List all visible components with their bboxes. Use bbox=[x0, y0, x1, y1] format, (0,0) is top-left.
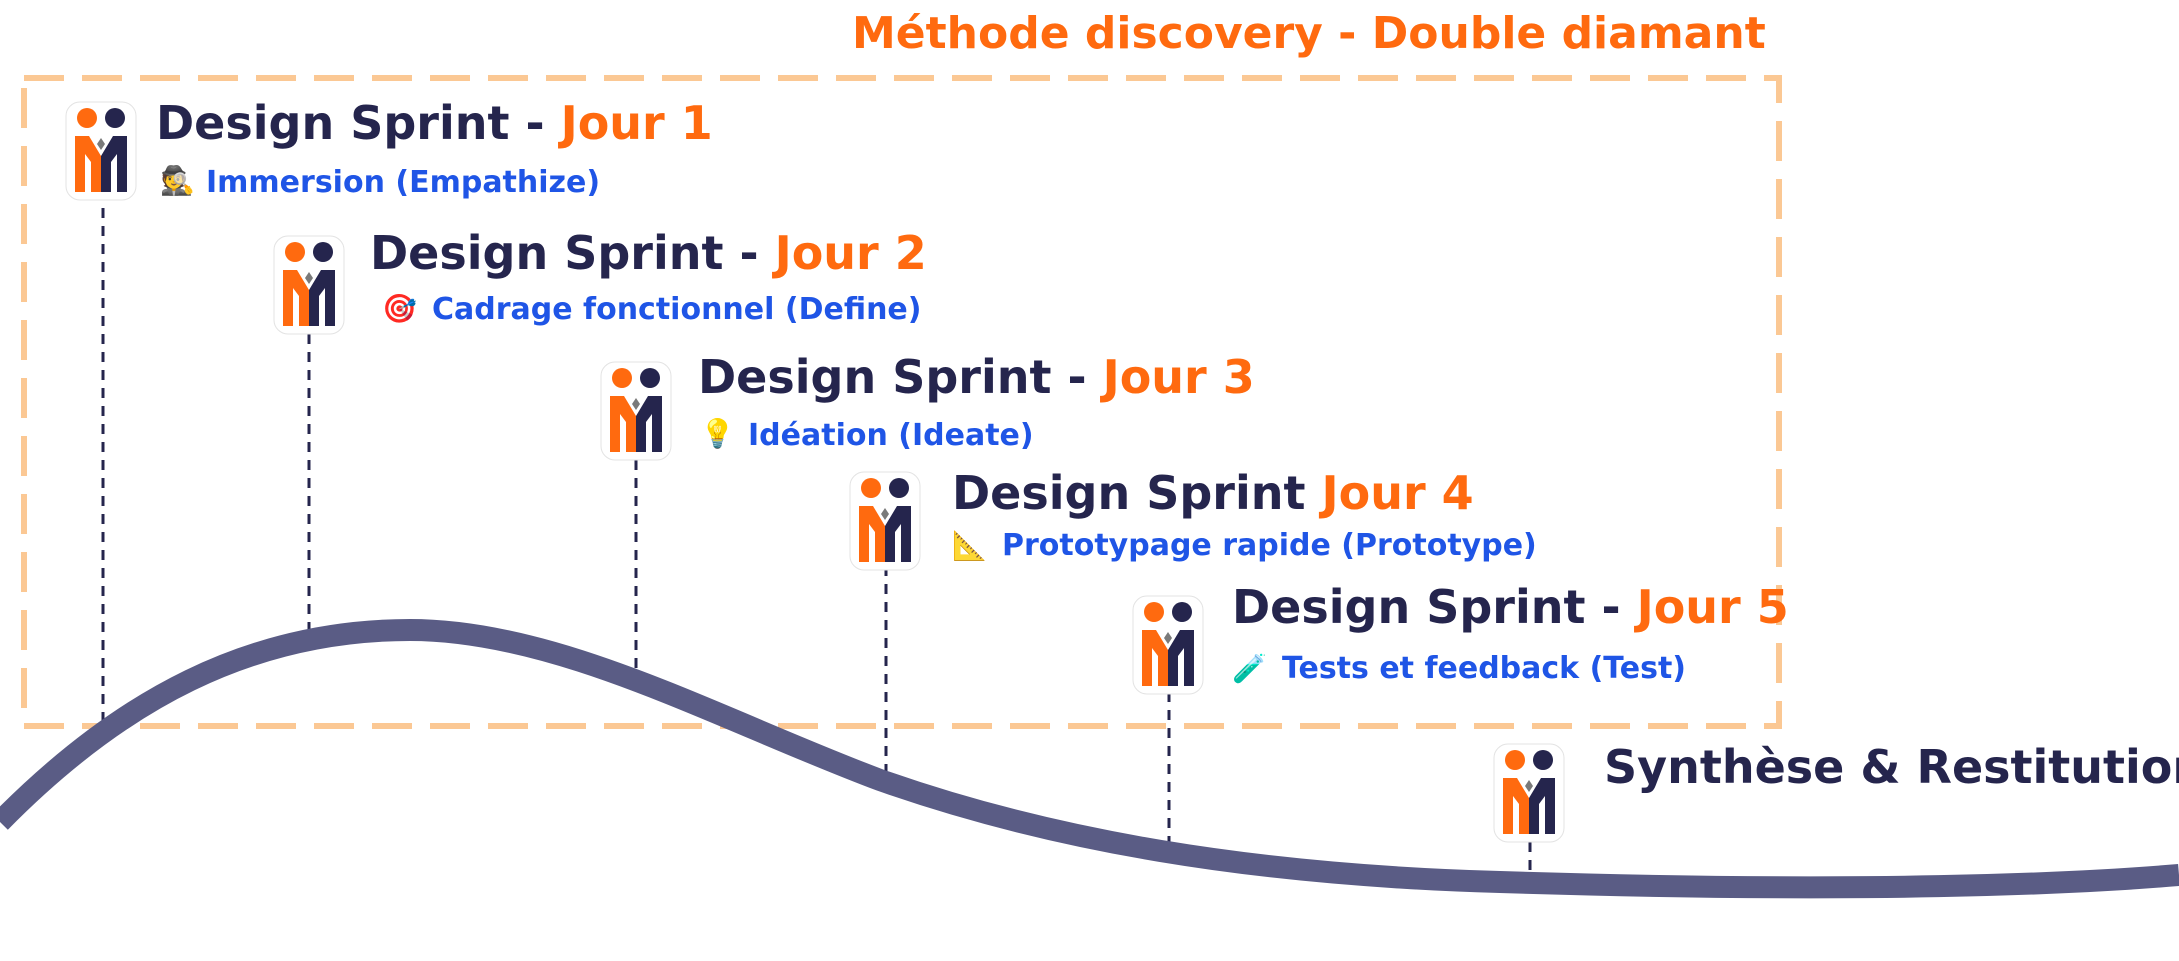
discovery-frame bbox=[21, 75, 1782, 729]
step-title: Synthèse & Restitution bbox=[1604, 740, 2179, 794]
step-day: Jour 4 bbox=[1321, 466, 1474, 520]
triangle-ruler-icon: 📐 bbox=[952, 529, 987, 562]
step-day: Jour 2 bbox=[774, 226, 927, 280]
step-title: Design Sprint - Jour 2 bbox=[370, 226, 927, 280]
step-subtitle: Prototypage rapide (Prototype) bbox=[1002, 528, 1537, 563]
detective-icon: 🕵️ bbox=[160, 164, 195, 197]
step-title: Design Sprint - Jour 3 bbox=[698, 350, 1255, 404]
step-title: Design Sprint - Jour 5 bbox=[1232, 580, 1789, 634]
lightbulb-icon: 💡 bbox=[700, 417, 735, 450]
step-day: Jour 5 bbox=[1636, 580, 1789, 634]
step-subtitle: Tests et feedback (Test) bbox=[1282, 651, 1687, 686]
frame-title: Méthode discovery - Double diamant bbox=[852, 8, 1766, 59]
test-tube-icon: 🧪 bbox=[1232, 652, 1267, 685]
logo-icon-jour-2 bbox=[273, 235, 345, 335]
diamond-curve bbox=[0, 618, 2179, 899]
step-subtitle: Cadrage fonctionnel (Define) bbox=[432, 292, 922, 327]
step-title: Design Sprint - Jour 1 bbox=[156, 96, 713, 150]
step-subtitle: Immersion (Empathize) bbox=[206, 165, 601, 200]
logo-icon-synthese bbox=[1493, 743, 1565, 843]
step-day: Jour 1 bbox=[560, 96, 713, 150]
step-title: Design Sprint Jour 4 bbox=[952, 466, 1474, 520]
logo-icon-jour-5 bbox=[1132, 595, 1204, 695]
logo-icon-jour-3 bbox=[600, 361, 672, 461]
step-subtitle: Idéation (Ideate) bbox=[748, 418, 1034, 453]
logo-icon-jour-4 bbox=[849, 471, 921, 571]
step-day: Jour 3 bbox=[1102, 350, 1255, 404]
logo-icon-jour-1 bbox=[65, 101, 137, 201]
target-icon: 🎯 bbox=[382, 292, 417, 325]
